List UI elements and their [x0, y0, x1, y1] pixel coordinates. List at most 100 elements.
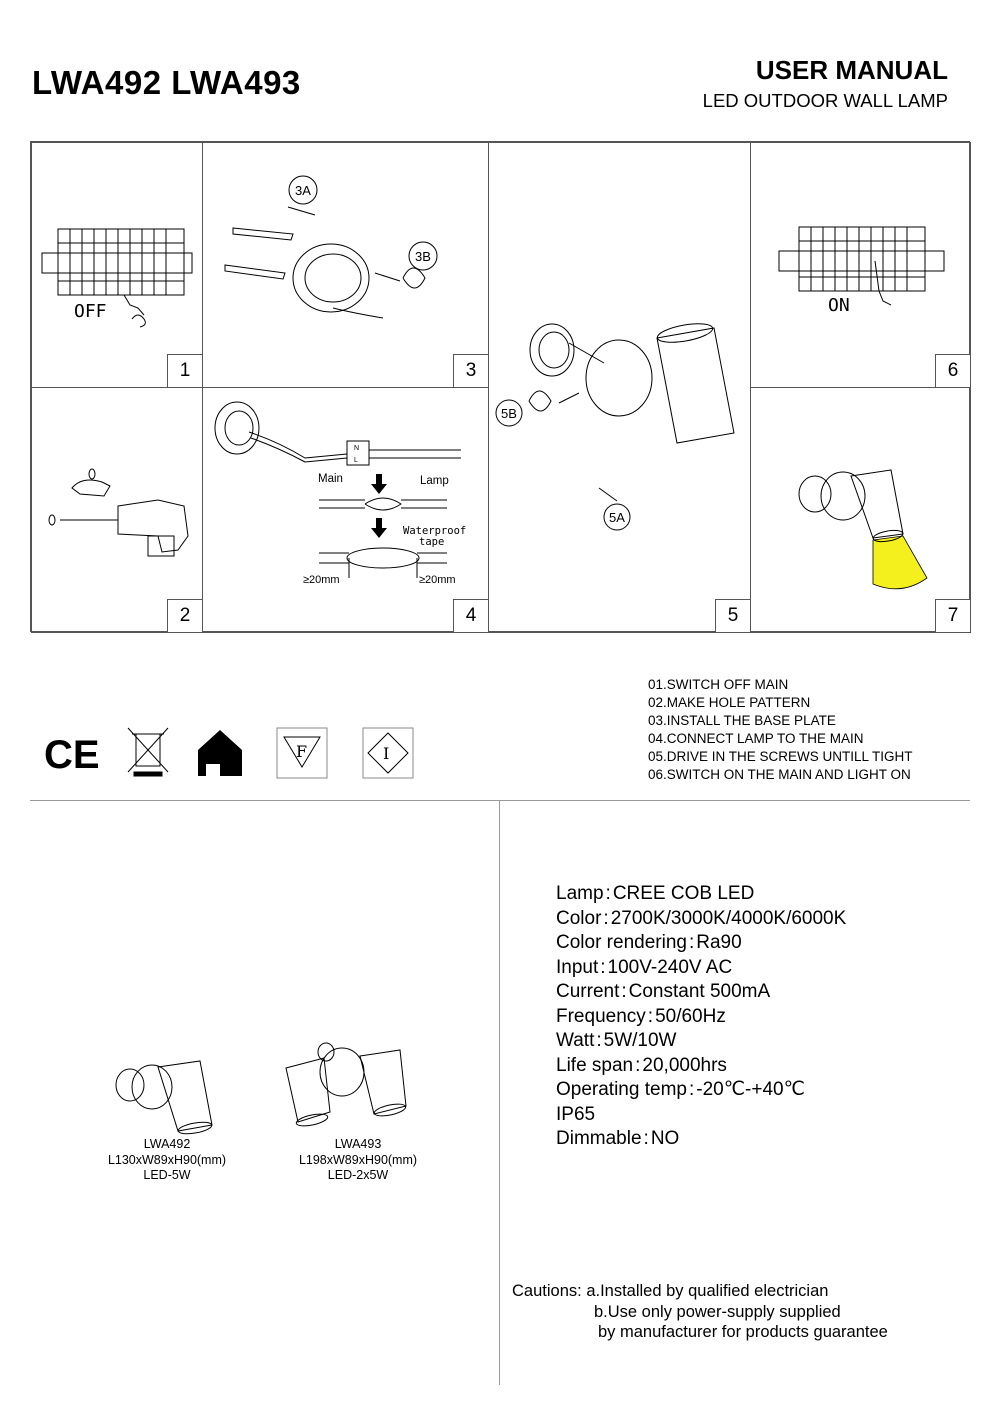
spec-value: -20℃-+40℃ — [696, 1079, 805, 1100]
waterproof-label-2: tape — [419, 536, 444, 548]
specifications-list: Lamp:CREE COB LED Color:2700K/3000K/4000K… — [556, 882, 846, 1152]
off-label: OFF — [74, 301, 107, 322]
spec-row: Frequency:50/60Hz — [556, 1005, 726, 1027]
spec-label: Color rendering — [556, 932, 687, 953]
manual-title: USER MANUAL — [755, 55, 948, 85]
cautions-block: Cautions: a.Installed by qualified elect… — [512, 1281, 888, 1343]
model-title: LWA492 LWA493 — [32, 64, 301, 101]
caution-c: by manufacturer for products guarantee — [598, 1323, 888, 1341]
spec-row: Lamp:CREE COB LED — [556, 883, 755, 904]
spec-label: Current — [556, 981, 620, 1002]
step-number-5: 5 — [715, 599, 750, 632]
step-7-panel: 7 — [750, 387, 971, 633]
manual-subtitle: LED OUTDOOR WALL LAMP — [702, 90, 948, 111]
step-number-1: 1 — [167, 354, 202, 387]
lwa493-illustration — [282, 1042, 412, 1134]
spec-row: Color rendering:Ra90 — [556, 932, 742, 953]
breaker-off-illustration: OFF — [41, 228, 193, 328]
main-label: Main — [318, 473, 343, 485]
spec-label: Life span — [556, 1054, 634, 1076]
gap-right-label: ≥20mm — [419, 574, 456, 586]
instruction-item: 05.DRIVE IN THE SCREWS UNTILL TIGHT — [648, 749, 913, 764]
ce-mark-icon: CE — [44, 730, 104, 780]
on-label: ON — [828, 295, 850, 316]
caution-b: b.Use only power-supply supplied — [594, 1302, 841, 1321]
spec-label: Frequency — [556, 1005, 646, 1027]
spec-label: Lamp — [556, 883, 604, 904]
gap-left-label: ≥20mm — [303, 574, 340, 586]
step-2-panel: 2 — [31, 387, 203, 633]
svg-text:CE: CE — [44, 733, 100, 777]
spec-value: 5W/10W — [603, 1030, 677, 1051]
spec-row: IP65 — [556, 1103, 846, 1128]
spec-label: Operating temp — [556, 1079, 687, 1100]
label-3b: 3B — [415, 249, 431, 264]
caution-a: a.Installed by qualified electrician — [586, 1282, 829, 1300]
breaker-on-illustration: ON — [778, 226, 945, 316]
wire-connection-illustration: N L Main Lamp Waterproof tape ≥20mm ≥20m… — [214, 401, 466, 586]
lamp-mount-illustration: 5B 5A — [495, 323, 735, 531]
spec-row: Watt:5W/10W — [556, 1030, 677, 1051]
label-5b: 5B — [501, 406, 517, 421]
spec-row: Dimmable:NO — [556, 1128, 680, 1149]
spec-row: Operating temp:-20℃-+40℃ — [556, 1079, 805, 1100]
instruction-item: 03.INSTALL THE BASE PLATE — [648, 713, 836, 728]
step-number-6: 6 — [935, 354, 970, 387]
cautions-prefix: Cautions: — [512, 1282, 582, 1300]
lwa492-illustration — [108, 1055, 218, 1137]
spec-value: 20,000hrs — [642, 1054, 727, 1076]
installation-diagram: OFF 1 3A 3B 3 — [30, 141, 971, 633]
product-power: LED-2x5W — [327, 1168, 389, 1182]
svg-text:I: I — [383, 744, 389, 763]
spec-value: NO — [650, 1128, 680, 1149]
spec-label: Dimmable — [556, 1128, 642, 1149]
class-i-icon: I — [362, 727, 414, 779]
spec-row: Input:100V-240V AC — [556, 956, 733, 978]
section-divider — [30, 800, 970, 801]
spec-label: Color — [556, 907, 602, 929]
instruction-item: 01.SWITCH OFF MAIN — [648, 677, 789, 692]
drill-illustration — [48, 468, 189, 557]
terminal-l-label: L — [354, 457, 358, 464]
product-lwa492: LWA492 L130xW89xH90(mm) LED-5W — [92, 1137, 242, 1184]
product-model: LWA493 — [334, 1137, 382, 1151]
spec-value: CREE COB LED — [612, 883, 755, 904]
step-5-panel: 5B 5A 5 — [488, 142, 751, 633]
light-beam — [872, 535, 928, 590]
spec-row: Life span:20,000hrs — [556, 1054, 727, 1076]
step-number-7: 7 — [935, 599, 970, 632]
label-5a: 5A — [609, 510, 625, 525]
step-3-panel: 3A 3B 3 — [202, 142, 489, 388]
spec-value: 2700K/3000K/4000K/6000K — [610, 907, 847, 929]
spec-value: 50/60Hz — [655, 1005, 726, 1027]
waterproof-label-1: Waterproof — [403, 525, 466, 537]
step-1-panel: OFF 1 — [31, 142, 203, 388]
product-lwa493: LWA493 L198xW89xH90(mm) LED-2x5W — [283, 1137, 433, 1184]
spec-value: 100V-240V AC — [607, 956, 733, 978]
indoor-house-icon — [196, 728, 246, 778]
step-4-panel: N L Main Lamp Waterproof tape ≥20mm ≥20m… — [202, 387, 489, 633]
product-dimensions: L130xW89xH90(mm) — [107, 1152, 227, 1167]
instruction-item: 02.MAKE HOLE PATTERN — [648, 695, 811, 710]
svg-text:F: F — [296, 742, 307, 761]
product-power: LED-5W — [143, 1168, 191, 1182]
spec-label: Input — [556, 956, 599, 978]
base-plate-install-illustration: 3A 3B — [224, 175, 438, 319]
weee-bin-icon — [124, 724, 174, 780]
step-number-4: 4 — [453, 599, 488, 632]
spec-row: Current:Constant 500mA — [556, 981, 771, 1002]
step-number-3: 3 — [453, 354, 488, 387]
f-mark-icon: F — [276, 727, 328, 779]
instructions-list: 01.SWITCH OFF MAIN 02.MAKE HOLE PATTERN … — [648, 676, 913, 784]
spec-row: Color:2700K/3000K/4000K/6000K — [556, 907, 847, 929]
step-number-2: 2 — [167, 599, 202, 632]
spec-label: Watt — [556, 1030, 595, 1051]
terminal-n-label: N — [354, 445, 359, 452]
spec-label: IP65 — [556, 1103, 596, 1125]
lamp-lit-illustration — [798, 469, 928, 590]
column-divider — [499, 800, 500, 1385]
product-model: LWA492 — [143, 1137, 191, 1151]
step-6-panel: ON 6 — [750, 142, 971, 388]
label-3a: 3A — [295, 183, 311, 198]
lamp-label: Lamp — [420, 475, 449, 487]
